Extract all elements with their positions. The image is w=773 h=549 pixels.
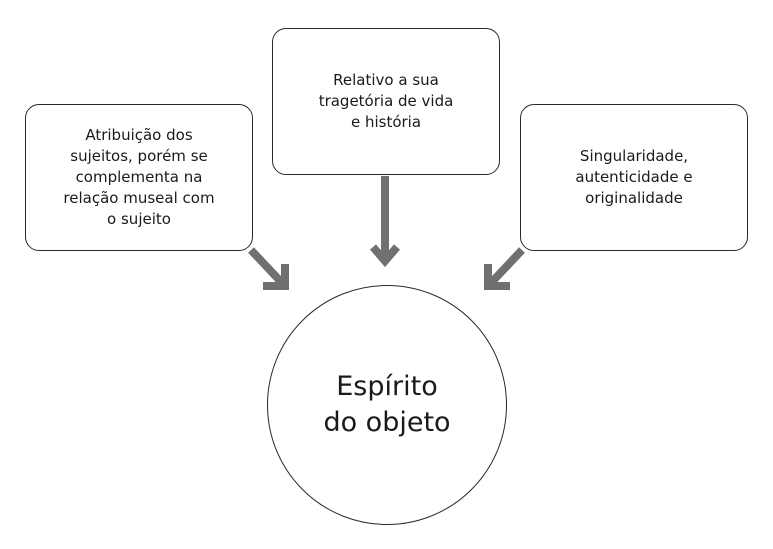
- center-node-line-1: Espírito: [336, 371, 438, 402]
- box-right-line-3: originalidade: [585, 189, 683, 207]
- arrow-left: [248, 247, 289, 290]
- box-right-line-1: Singularidade,: [579, 147, 689, 165]
- center-node-line-2: do objeto: [323, 407, 451, 438]
- box-center-line-3: e história: [350, 113, 422, 131]
- box-center-line-1: Relativo a sua: [333, 71, 439, 89]
- box-left-line-4: relação museal com: [63, 189, 215, 207]
- box-singularity: Singularidade, autenticidade e originali…: [520, 104, 748, 251]
- arrow-center: [369, 176, 401, 268]
- box-left-line-1: Atribuição dos: [85, 126, 193, 144]
- box-left-line-5: o sujeito: [107, 210, 171, 228]
- center-node-object-spirit: Espírito do objeto: [267, 285, 507, 525]
- box-subject-attribution: Atribuição dos sujeitos, porém se comple…: [25, 104, 253, 251]
- box-center-line-2: tragetória de vida: [318, 92, 454, 110]
- box-right-line-2: autenticidade e: [575, 168, 693, 186]
- arrow-right: [484, 247, 525, 290]
- box-left-line-2: sujeitos, porém se: [70, 147, 208, 165]
- box-life-history: Relativo a sua tragetória de vida e hist…: [272, 28, 500, 175]
- box-left-line-3: complementa na: [75, 168, 203, 186]
